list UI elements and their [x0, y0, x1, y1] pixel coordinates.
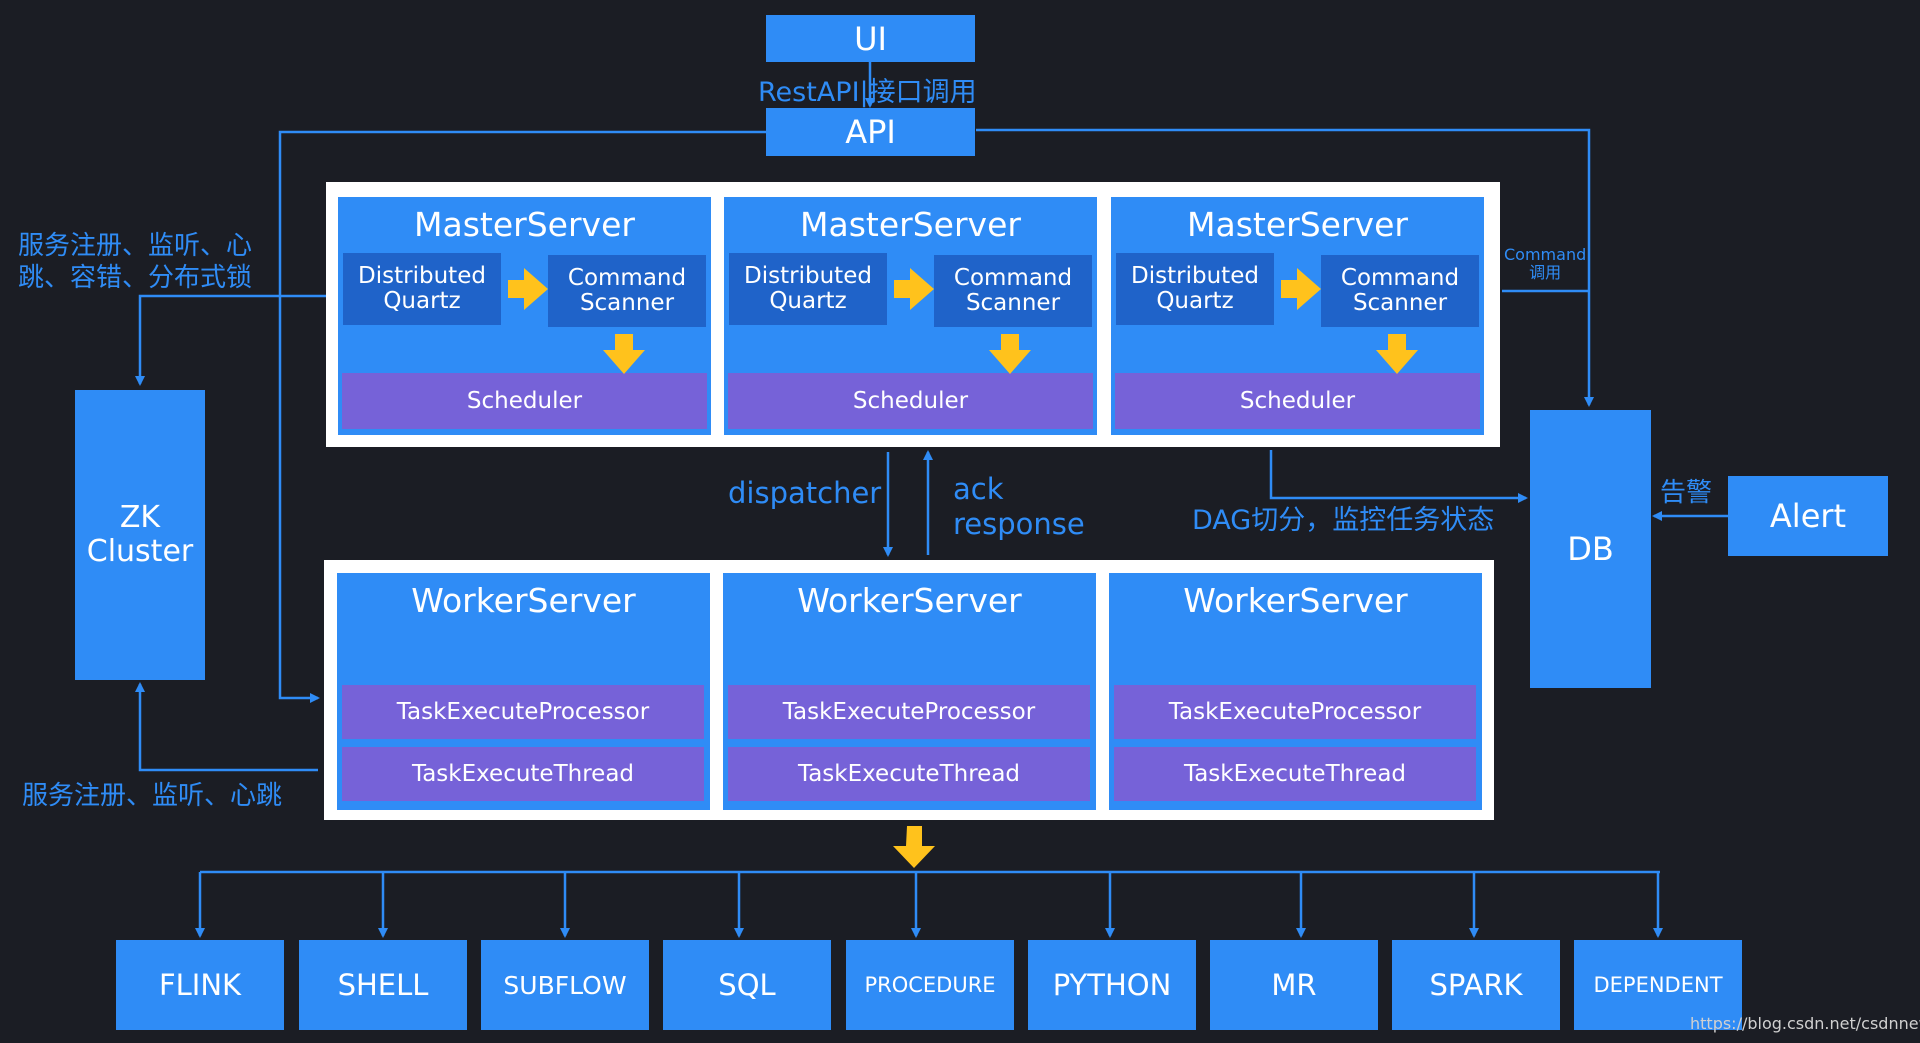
command-scanner: Command Scanner: [548, 255, 706, 327]
worker-server-title: WorkerServer: [797, 581, 1022, 620]
task-flink: FLINK: [116, 940, 284, 1030]
command-call-label: Command 调用: [1504, 245, 1587, 282]
register-top-label: 服务注册、监听、心 跳、容错、分布式锁: [18, 231, 253, 293]
scanner-scheduler-arrow: [989, 334, 1031, 374]
scheduler-bar: Scheduler: [1115, 373, 1480, 429]
dag-db-connector: [1269, 450, 1528, 503]
worker-server-2: WorkerServer TaskExecuteProcessor TaskEx…: [723, 573, 1096, 810]
command-scanner: Command Scanner: [1321, 255, 1479, 327]
alert-box: Alert: [1728, 476, 1888, 556]
task-execute-thread: TaskExecuteThread: [728, 747, 1090, 801]
worker-server-3: WorkerServer TaskExecuteProcessor TaskEx…: [1109, 573, 1482, 810]
task-mr: MR: [1210, 940, 1378, 1030]
alarm-label: 告警: [1660, 478, 1713, 508]
api-worker-connector: [278, 130, 766, 703]
master-server-3: MasterServer Distributed Quartz Command …: [1111, 197, 1484, 435]
task-procedure: PROCEDURE: [846, 940, 1014, 1030]
task-spark: SPARK: [1392, 940, 1560, 1030]
task-dependent: DEPENDENT: [1574, 940, 1742, 1030]
master-server-title: MasterServer: [414, 205, 635, 244]
worker-server-title: WorkerServer: [411, 581, 636, 620]
worker-zk-connector: [135, 682, 318, 772]
watermark: https://blog.csdn.net/csdnnews: [1690, 1014, 1920, 1033]
db-label: DB: [1567, 530, 1614, 568]
zk-cluster-label: ZK Cluster: [86, 500, 194, 569]
worker-server-title: WorkerServer: [1183, 581, 1408, 620]
scheduler-bar: Scheduler: [728, 373, 1093, 429]
api-box: API: [766, 108, 975, 156]
scanner-scheduler-arrow: [1376, 334, 1418, 374]
task-python: PYTHON: [1028, 940, 1196, 1030]
ui-label: UI: [854, 19, 887, 58]
scheduler-bar: Scheduler: [342, 373, 707, 429]
task-execute-thread: TaskExecuteThread: [342, 747, 704, 801]
task-sql: SQL: [663, 940, 831, 1030]
worker-server-1: WorkerServer TaskExecuteProcessor TaskEx…: [337, 573, 710, 810]
scanner-scheduler-arrow: [603, 334, 645, 374]
zk-cluster-box: ZK Cluster: [75, 390, 205, 680]
ui-box: UI: [766, 15, 975, 62]
distributed-quartz: Distributed Quartz: [729, 253, 887, 325]
restapi-label: RestAPI|接口调用: [758, 77, 977, 108]
task-execute-processor: TaskExecuteProcessor: [728, 685, 1090, 739]
db-box: DB: [1530, 410, 1651, 688]
register-bottom-label: 服务注册、监听、心跳: [22, 781, 283, 811]
api-label: API: [845, 113, 896, 151]
master-server-1: MasterServer Distributed Quartz Command …: [338, 197, 711, 435]
dag-label: DAG切分，监控任务状态: [1192, 505, 1495, 536]
task-execute-thread: TaskExecuteThread: [1114, 747, 1476, 801]
master-server-2: MasterServer Distributed Quartz Command …: [724, 197, 1097, 435]
distributed-quartz: Distributed Quartz: [1116, 253, 1274, 325]
master-server-title: MasterServer: [1187, 205, 1408, 244]
quartz-scanner-arrow: [508, 268, 548, 310]
task-execute-processor: TaskExecuteProcessor: [1114, 685, 1476, 739]
task-subflow: SUBFLOW: [481, 940, 649, 1030]
command-scanner: Command Scanner: [934, 255, 1092, 327]
task-execute-processor: TaskExecuteProcessor: [342, 685, 704, 739]
ack-response-label: ack response: [953, 472, 1085, 541]
alert-label: Alert: [1769, 497, 1847, 535]
master-server-title: MasterServer: [800, 205, 1021, 244]
quartz-scanner-arrow: [894, 268, 934, 310]
distributed-quartz: Distributed Quartz: [343, 253, 501, 325]
task-shell: SHELL: [299, 940, 467, 1030]
quartz-scanner-arrow: [1281, 268, 1321, 310]
master-zk-connector: [135, 294, 326, 386]
worker-tasks-arrow: [893, 826, 935, 868]
dispatcher-label: dispatcher: [728, 476, 882, 510]
api-db-connector: [976, 128, 1594, 407]
